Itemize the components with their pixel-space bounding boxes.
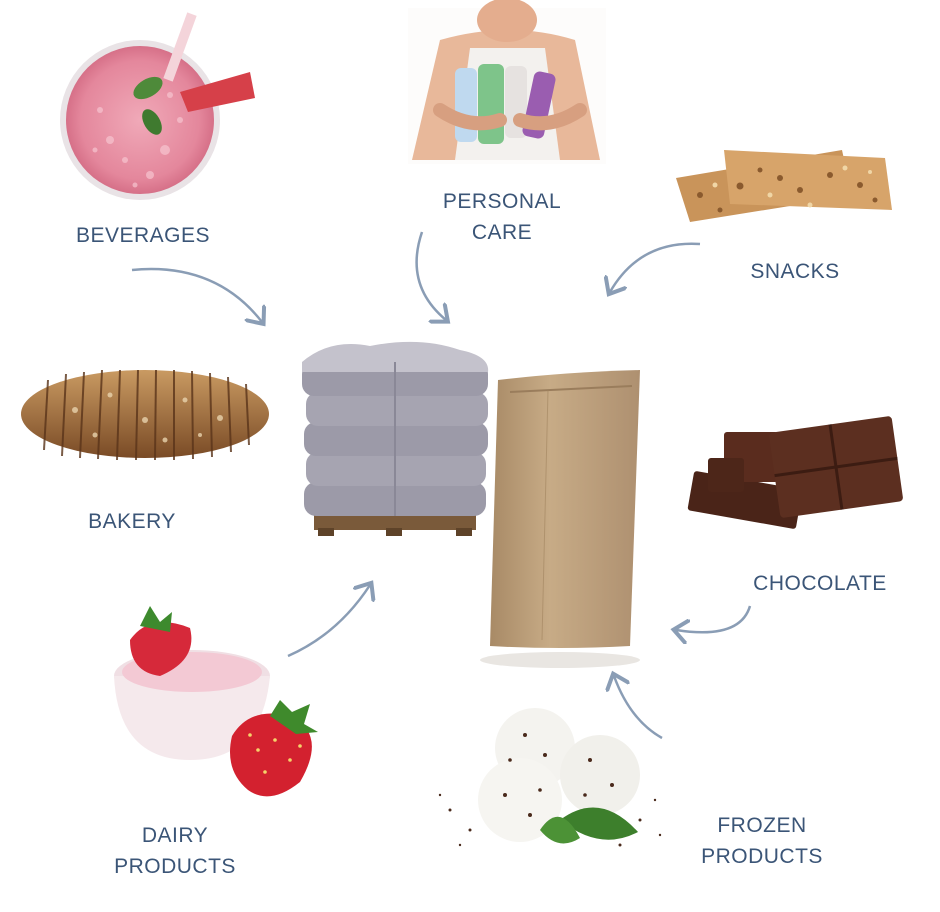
chocolate-image [687,416,903,529]
bread-loaf-image [21,369,269,461]
arrow-beverages [131,267,262,322]
ice-cream-image [438,708,662,847]
yogurt-image [114,606,318,797]
label-beverages: BEVERAGES [68,220,218,251]
label-dairy-line-2: PRODUCTS [114,855,236,878]
label-bakery-line-1: BAKERY [88,510,176,533]
granola-bars-image [676,150,892,222]
arrow-chocolate [676,605,752,632]
label-chocolate-line-1: CHOCOLATE [753,572,887,595]
label-frozen-line-1: FROZEN [717,814,807,837]
label-beverages-line-1: BEVERAGES [75,224,211,247]
label-snacks: SNACKS [735,256,855,287]
label-frozen-line-2: PRODUCTS [701,845,823,868]
label-personal-care: PERSONAL CARE [422,186,582,248]
paper-bag-image [480,370,640,668]
label-personal-care-line-1: PERSONAL [442,190,562,213]
label-dairy: DAIRY PRODUCTS [100,820,250,882]
label-snacks-line-1: SNACKS [750,260,840,283]
arrow-snacks [610,242,701,292]
personal-care-image [408,0,606,164]
label-personal-care-line-2: CARE [471,221,533,244]
arrow-frozen [614,676,663,740]
smoothie-image [60,12,255,200]
label-chocolate: CHOCOLATE [730,568,910,599]
label-bakery: BAKERY [72,506,192,537]
label-dairy-line-1: DAIRY [141,824,209,847]
pallet-of-bags-image [302,341,489,536]
arrow-personal-care [415,231,446,320]
label-frozen: FROZEN PRODUCTS [682,810,842,872]
arrow-dairy [287,585,370,658]
